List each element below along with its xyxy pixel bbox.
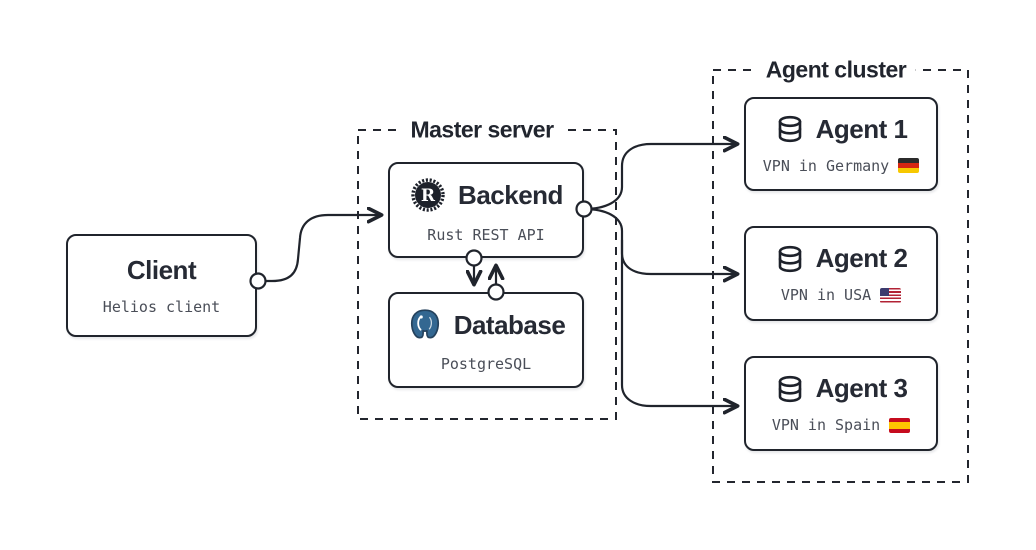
database-cylinder-icon — [778, 375, 801, 402]
client-title: Client — [126, 255, 197, 285]
svg-text:R: R — [421, 186, 436, 206]
agent-1-title: Agent 1 — [815, 113, 908, 144]
database-subtitle: PostgreSQL — [440, 355, 532, 373]
database-node: Database PostgreSQL — [388, 292, 584, 388]
edge-client-backend — [256, 215, 380, 283]
database-title: Database — [453, 309, 566, 340]
agent-2-node: Agent 2 VPN in USA — [744, 226, 938, 321]
client-subtitle: Helios client — [102, 298, 221, 316]
backend-title: Backend — [458, 179, 563, 210]
backend-subtitle: Rust REST API — [427, 226, 545, 244]
rust-logo-icon: R — [411, 178, 445, 212]
flag-spain-icon — [889, 417, 911, 433]
backend-node: R Backend Rust REST API — [388, 162, 584, 258]
database-cylinder-icon — [778, 245, 801, 272]
agent-3-title: Agent 3 — [815, 373, 908, 403]
edge-backend-agent1 — [582, 144, 736, 211]
client-node: Client Helios client — [66, 234, 257, 337]
agent-cluster-label: Agent cluster — [755, 56, 917, 84]
edge-backend-agent3 — [620, 238, 736, 406]
agent-2-title: Agent 2 — [815, 243, 908, 273]
agent-1-subtitle: VPN in Germany — [762, 156, 890, 175]
flag-usa-icon — [880, 287, 902, 303]
postgresql-logo-icon — [410, 309, 439, 339]
master-cluster-label: Master server — [400, 116, 564, 144]
edge-backend-agent2 — [582, 207, 736, 274]
database-cylinder-icon — [778, 115, 801, 143]
agent-3-node: Agent 3 VPN in Spain — [744, 356, 938, 451]
agent-3-subtitle: VPN in Spain — [771, 416, 881, 434]
flag-germany-icon — [898, 158, 920, 173]
agent-1-node: Agent 1 VPN in Germany — [744, 97, 938, 191]
agent-2-subtitle: VPN in USA — [780, 286, 872, 304]
